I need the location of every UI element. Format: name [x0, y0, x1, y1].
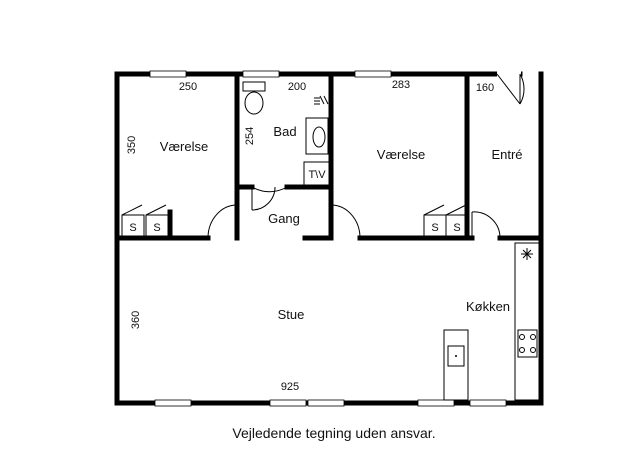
disclaimer-caption: Vejledende tegning uden ansvar. — [232, 425, 435, 441]
dimension-label: 350 — [126, 136, 138, 154]
dimension-label: 200 — [288, 81, 306, 93]
dimension-label: 283 — [392, 79, 410, 91]
room-label-stue: Stue — [278, 307, 305, 322]
dimension-label: 160 — [476, 82, 494, 94]
doors — [207, 70, 525, 239]
room-label-bad: Bad — [273, 124, 296, 139]
closet-label: S — [153, 222, 160, 234]
closet-label: S — [431, 222, 438, 234]
room-label-gang: Gang — [268, 211, 300, 226]
closet-label: S — [453, 222, 460, 234]
sink-icon — [305, 117, 329, 155]
bathroom-fixtures — [242, 81, 331, 186]
room-label-vaerelse-left: Værelse — [160, 139, 208, 154]
kitchen-island — [443, 329, 469, 401]
room-label-entre: Entré — [491, 147, 522, 162]
shower-icon — [314, 95, 329, 105]
interior-walls — [114, 71, 544, 241]
washer-label: T\V — [308, 169, 326, 181]
room-label-koekken: Køkken — [466, 299, 510, 314]
washer-box — [303, 161, 331, 186]
closets — [121, 204, 469, 238]
windows — [149, 70, 507, 407]
room-label-vaerelse-right: Værelse — [377, 147, 425, 162]
kitchen-counter — [514, 242, 540, 401]
toilet-icon — [242, 81, 266, 115]
fan-icon — [521, 248, 533, 260]
dimension-label: 360 — [130, 311, 142, 329]
dimension-label: 925 — [281, 381, 299, 393]
closet-label: S — [129, 222, 136, 234]
dimension-label: 250 — [179, 81, 197, 93]
dimension-label: 254 — [244, 127, 256, 145]
